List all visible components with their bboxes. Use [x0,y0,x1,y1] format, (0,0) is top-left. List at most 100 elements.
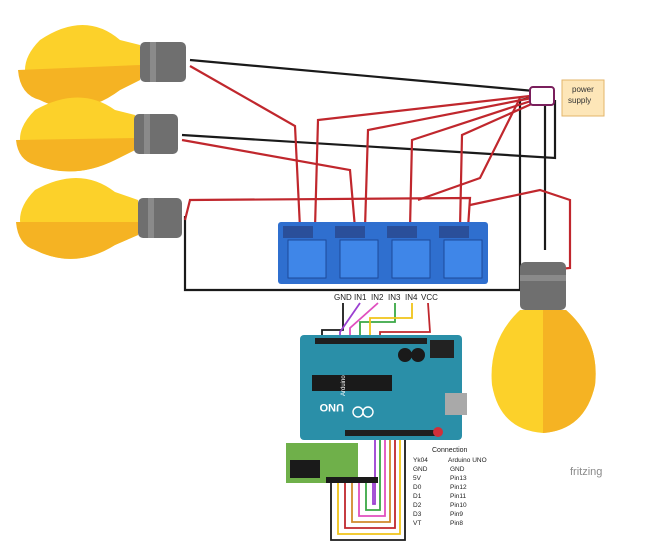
bulb-4 [491,262,596,433]
bulb-socket [520,262,566,310]
power-supply-label-2: supply [568,96,591,105]
relay-cube [391,239,431,279]
bulb-socket-ring [150,42,156,82]
bulb-socket [138,198,182,238]
relay-board [278,222,488,284]
wire-relay2-supply [363,96,533,229]
wire-in2 [349,302,379,338]
wire-supply-bulb [417,97,521,202]
pin-label-vcc: VCC [421,293,438,302]
relay-3 [387,226,431,279]
arduino-header-bottom [345,430,435,436]
connection-row-left: D2 [413,502,422,509]
arduino-power-jack [430,340,454,358]
pin-label-gnd: GND [334,293,352,302]
arduino-reset-button [433,427,443,437]
wire-rf-6 [337,432,401,535]
connection-row-left: D0 [413,484,422,491]
arduino-header-top [315,338,427,344]
arduino-chip [312,375,392,391]
relay-terminal [335,226,365,238]
power-supply-label-1: power [572,85,594,94]
pin-label-in1: IN1 [354,293,367,302]
wire-bulb1-live [189,65,302,229]
connection-row-right: Pin12 [450,484,467,491]
relay-terminal [387,226,417,238]
connection-row-right: Pin8 [450,520,463,527]
connection-title: Connection [432,447,468,454]
pin-label-in3: IN3 [388,293,401,302]
pin-label-in4: IN4 [405,293,418,302]
wire-gnd [321,303,344,338]
relay-terminal [283,226,313,238]
wire-rf-5 [372,432,376,505]
connection-row-right: Pin9 [450,511,463,518]
connection-row-right: Pin10 [450,502,467,509]
bulb-socket-ring [144,114,150,154]
bulb-2 [16,97,178,172]
bulb-socket-ring [520,275,566,281]
bulb-3 [16,177,182,259]
bulb-socket [140,42,186,82]
wire-bulb1-neutral [189,58,546,94]
connection-row-right: GND [450,466,465,473]
fritzing-watermark: fritzing [570,466,602,478]
power-supply: power supply [529,79,605,117]
connection-row-left: D1 [413,493,422,500]
bulb-glass-shade [16,222,138,259]
bulb-socket [134,114,178,154]
connection-row-left: 5V [413,475,422,482]
pin-label-in2: IN2 [371,293,384,302]
rf-receiver-module [286,443,378,483]
wire-relay3-supply [408,98,535,229]
connection-table: Connection Yk04 Arduino UNO GND GND 5V P… [413,447,487,527]
connection-row-right: Pin11 [450,493,467,500]
connection-header-yk04: Yk04 [413,457,428,464]
relay-cube [443,239,483,279]
connection-row-right: Pin13 [450,475,467,482]
signal-wiring [321,302,431,541]
wire-rf-4 [365,432,381,511]
connection-row-left: D3 [413,511,422,518]
wire-in3 [359,303,396,338]
relay-2 [335,226,379,279]
power-supply-box [561,79,605,117]
bulb-glass-shade [16,138,135,172]
arduino-logo-right [362,406,374,418]
wire-rf-2 [351,432,391,523]
arduino-uno: UNO Arduino [300,335,467,440]
relay-module [278,222,488,284]
wire-vcc [379,302,431,338]
wire-rf-7 [330,432,406,541]
connection-row-left: GND [413,466,428,473]
wire-bulb3-live [183,196,472,229]
wire-rf-1 [344,432,396,529]
arduino-capacitor-2 [411,348,425,362]
connection-row-left: VT [413,520,421,527]
bulb-1 [18,25,186,108]
wire-in4 [369,303,413,338]
power-supply-terminal [529,86,555,106]
arduino-board-label: UNO [319,401,344,413]
rf-chip [290,460,320,478]
bulb-glass-shade [18,65,140,108]
relay-cube [287,239,327,279]
wire-bulb2-neutral [181,100,557,160]
arduino-usb-port [445,393,467,415]
relay-1 [283,226,327,279]
rf-header [326,477,378,483]
relay-cube [339,239,379,279]
connection-header-uno: Arduino UNO [448,457,487,464]
wire-relay1-supply [313,94,531,229]
relay-terminal [439,226,469,238]
arduino-brand-label: Arduino [341,375,347,396]
bulb-glass-shade [543,310,596,433]
relay-4 [439,226,483,279]
relay-pin-labels: GND IN1 IN2 IN3 IN4 VCC [334,293,438,302]
wire-bulb2-live [181,138,357,229]
arduino-capacitor-1 [398,348,412,362]
mains-wiring [181,58,572,292]
bulb-socket-ring [148,198,154,238]
wire-rf-3 [358,432,386,517]
